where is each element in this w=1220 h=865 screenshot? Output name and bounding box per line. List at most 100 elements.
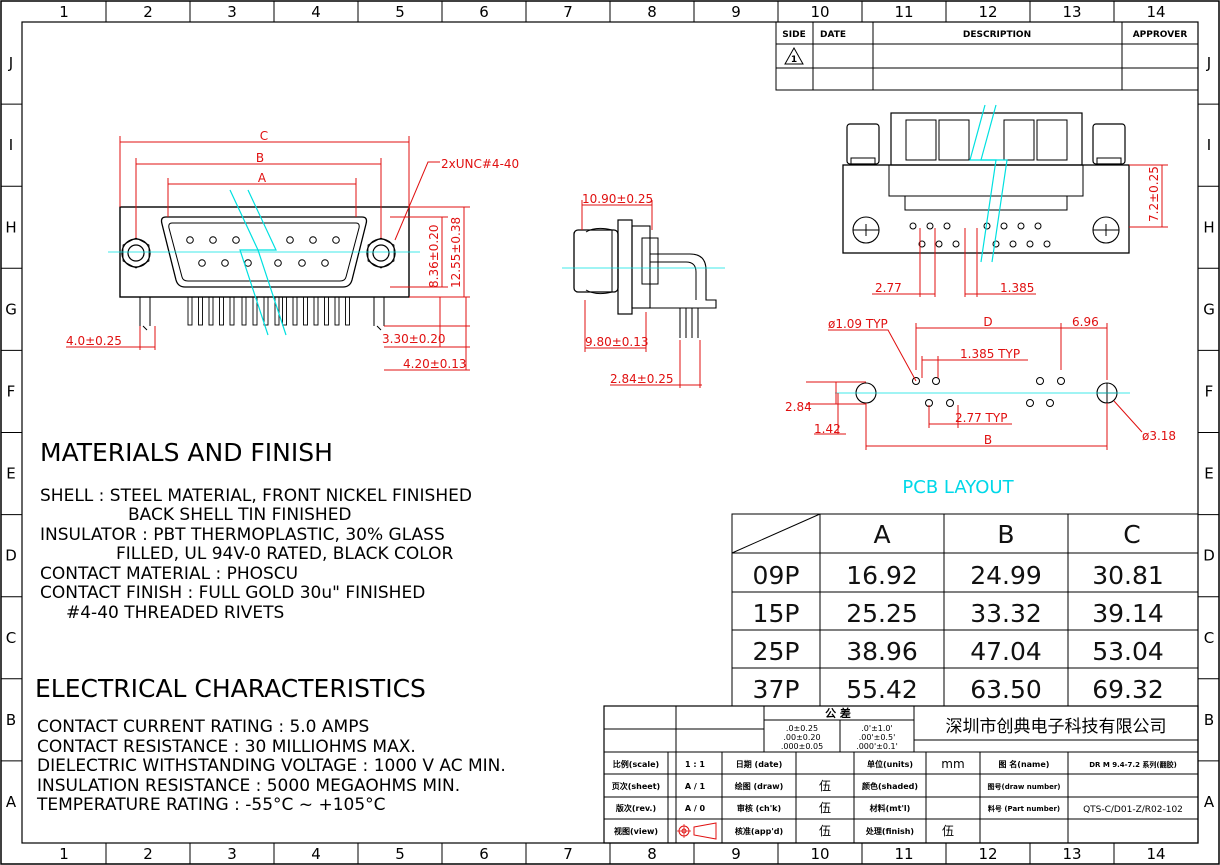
dim-tail-offset: 4.0±0.25 <box>66 334 122 348</box>
materials-line-1: SHELL : STEEL MATERIAL, FRONT NICKEL FIN… <box>40 486 472 506</box>
size-row-label: 15P <box>753 599 800 628</box>
col-zone-label: 11 <box>894 3 913 21</box>
size-cell: 24.99 <box>970 561 1042 590</box>
col-zone-label: 14 <box>1146 3 1165 21</box>
side-view: 10.90±0.25 9.80±0.13 2.84±0.25 <box>562 192 725 388</box>
col-zone-label: 8 <box>647 845 657 863</box>
rev-label: 版次(rev.) <box>615 803 656 813</box>
size-cell: 25.25 <box>846 599 918 628</box>
dim-h2: 12.55±0.38 <box>449 217 463 288</box>
size-col-a: A <box>873 520 890 549</box>
col-zone-label: 11 <box>894 845 913 863</box>
row-zone-label: F <box>1205 382 1214 400</box>
pcb-layout-title: PCB LAYOUT <box>902 477 1014 498</box>
row-zone-label: G <box>1203 300 1215 318</box>
revision-triangle-icon <box>784 46 804 65</box>
size-table: A B C 09P 16.92 24.99 30.81 15P 25.25 33… <box>731 513 1199 707</box>
check-value: 伍 <box>819 801 831 815</box>
date-label: 日期 (date) <box>736 759 782 769</box>
row-zone-label: A <box>6 793 17 811</box>
approve-value: 伍 <box>819 824 831 838</box>
drawno-label: 图号(draw number) <box>988 782 1061 791</box>
materials-line-5: CONTACT MATERIAL : PHOSCU <box>40 564 298 584</box>
dim-bottom-height: 7.2±0.25 <box>1147 166 1161 222</box>
title-block: 公 差 .0±0.25 .00±0.20 .000±0.05 .0'±1.0' … <box>603 705 1199 844</box>
rev-header-description: DESCRIPTION <box>963 30 1031 40</box>
size-cell: 38.96 <box>846 637 918 666</box>
dim-pcb-pitch-bot: 2.77 TYP <box>955 411 1007 425</box>
size-cell: 33.32 <box>970 599 1042 628</box>
dim-side-pin: 2.84±0.25 <box>610 372 674 386</box>
materials-line-2: BACK SHELL TIN FINISHED <box>128 505 352 525</box>
draw-label: 绘图 (draw) <box>735 781 784 791</box>
size-col-c: C <box>1123 520 1140 549</box>
size-row-label: 25P <box>753 637 800 666</box>
contact-pin <box>221 259 229 267</box>
size-cell: 53.04 <box>1092 637 1164 666</box>
rev-header-date: DATE <box>820 30 846 40</box>
col-zone-label: 2 <box>143 845 153 863</box>
row-zone-label: E <box>6 465 15 483</box>
finish-value: 伍 <box>942 824 954 838</box>
col-zone-label: 14 <box>1146 845 1165 863</box>
col-zone-label: 5 <box>395 3 405 21</box>
dim-pcb-b: B <box>984 433 992 447</box>
name-label: 图 名(name) <box>999 759 1050 769</box>
dim-tail-total: 4.20±0.13 <box>403 357 467 371</box>
materials-line-7: #4-40 THREADED RIVETS <box>66 603 284 623</box>
tol-linear-1: .0±0.25 <box>786 724 818 733</box>
row-zone-label: C <box>1204 629 1214 647</box>
col-zone-label: 3 <box>227 845 237 863</box>
row-zone-label: H <box>5 218 16 236</box>
revision-block: SIDE DATE DESCRIPTION APPROVER 1 <box>775 21 1199 91</box>
dim-b: B <box>256 151 264 165</box>
contact-pin <box>332 236 340 244</box>
dim-a: A <box>258 171 267 185</box>
materials-title: MATERIALS AND FINISH <box>40 438 333 467</box>
size-cell: 63.50 <box>970 675 1042 704</box>
col-zone-label: 12 <box>978 845 997 863</box>
col-zone-label: 9 <box>731 845 741 863</box>
col-zone-label: 1 <box>59 845 69 863</box>
scale-value: 1 : 1 <box>685 760 705 769</box>
dim-bottom-pitch-left: 2.77 <box>875 281 902 295</box>
row-zone-label: I <box>1207 136 1211 154</box>
col-zone-label: 7 <box>563 845 573 863</box>
check-label: 审核 (ch'k) <box>737 803 781 813</box>
size-cell: 30.81 <box>1092 561 1164 590</box>
contact-pin <box>186 236 194 244</box>
materials-line-6: CONTACT FINISH : FULL GOLD 30u" FINISHED <box>40 583 425 603</box>
row-zone-label: I <box>9 136 13 154</box>
draw-value: 伍 <box>819 779 831 793</box>
material-label: 材料(mt'l) <box>870 803 911 813</box>
size-cell: 39.14 <box>1092 599 1164 628</box>
revision-marker: 1 <box>791 55 797 65</box>
contact-pin <box>286 236 294 244</box>
pcb-contact-hole <box>1046 399 1054 407</box>
contact-pin <box>321 259 329 267</box>
finish-label: 处理(finish) <box>865 826 914 836</box>
pcb-contact-hole <box>912 377 920 385</box>
col-zone-label: 10 <box>810 845 829 863</box>
col-zone-label: 2 <box>143 3 153 21</box>
col-zone-label: 4 <box>311 845 321 863</box>
company-name: 深圳市创典电子科技有限公司 <box>946 717 1167 737</box>
name-value: DR M 9.4-7.2 系列(翻胶) <box>1089 760 1177 769</box>
pcb-contact-hole <box>1057 377 1065 385</box>
approve-label: 核准(app'd) <box>735 826 783 836</box>
contact-pin <box>232 236 240 244</box>
pcb-contact-hole <box>1026 399 1034 407</box>
row-zone-label: A <box>1204 793 1215 811</box>
row-zone-label: C <box>6 629 16 647</box>
dim-pcb-row-off: 1.42 <box>814 422 841 436</box>
sheet-value: A / 1 <box>685 782 706 791</box>
col-zone-label: 3 <box>227 3 237 21</box>
units-value: mm <box>941 757 964 771</box>
col-zone-label: 13 <box>1062 845 1081 863</box>
electrical-section: ELECTRICAL CHARACTERISTICS CONTACT CURRE… <box>35 674 506 815</box>
electrical-line-5: TEMPERATURE RATING : -55°C ~ +105°C <box>36 795 386 815</box>
view-label: 视图(view) <box>614 826 658 836</box>
size-cell: 69.32 <box>1092 675 1164 704</box>
tol-linear-3: .000±0.05 <box>781 742 823 751</box>
